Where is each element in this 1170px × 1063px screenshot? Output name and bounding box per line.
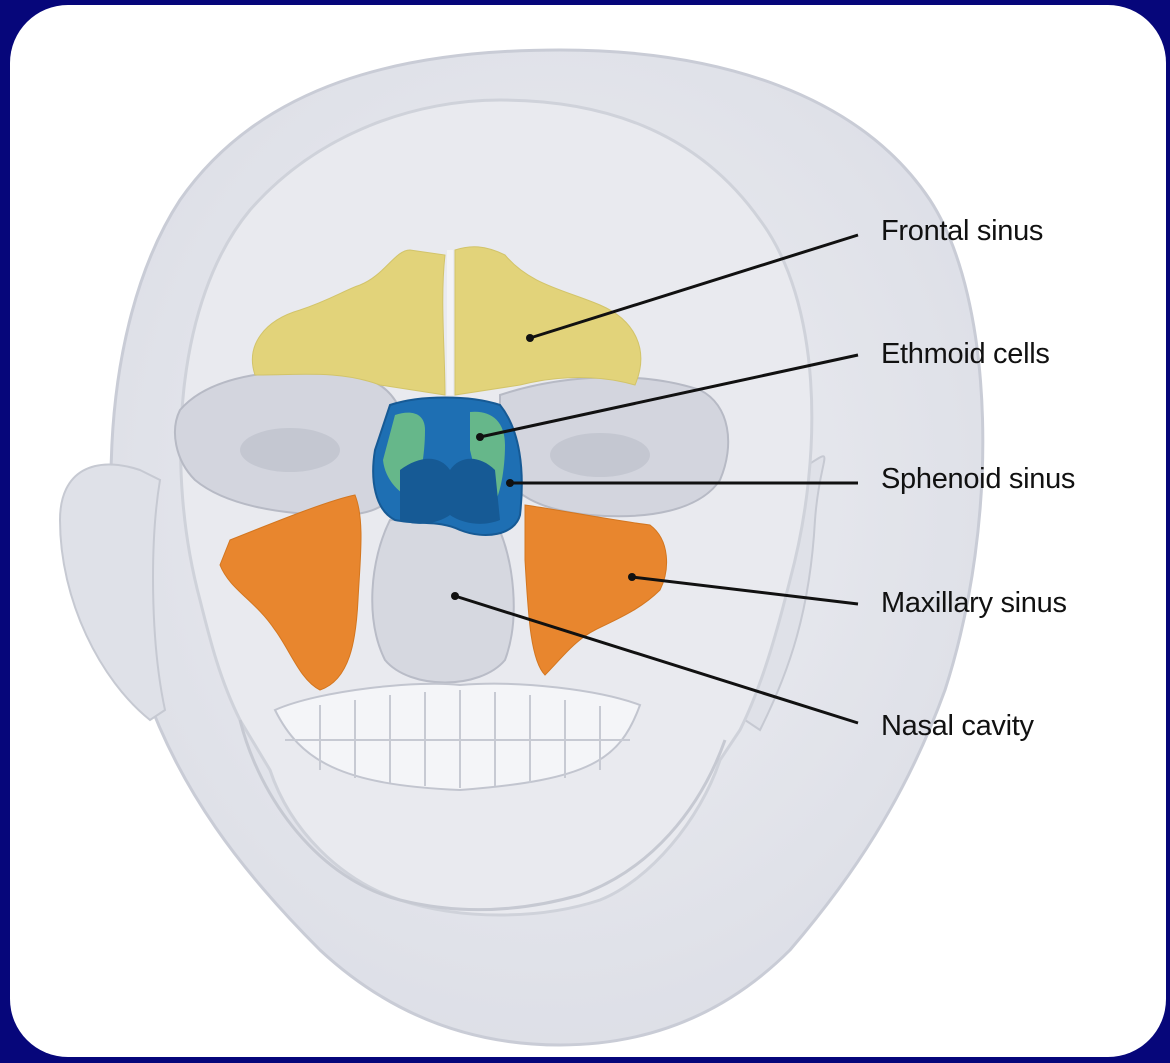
- label-nasal-cavity: Nasal cavity: [881, 710, 1034, 743]
- label-sphenoid-sinus: Sphenoid sinus: [881, 463, 1075, 496]
- figure-panel: [10, 5, 1166, 1057]
- skull-sinus-illustration: [10, 5, 1166, 1057]
- ear-left: [60, 464, 165, 720]
- ethmoid-sphenoid-complex: [373, 398, 522, 536]
- label-maxillary-sinus: Maxillary sinus: [881, 587, 1067, 620]
- label-ethmoid-cells: Ethmoid cells: [881, 338, 1050, 371]
- label-frontal-sinus: Frontal sinus: [881, 215, 1043, 248]
